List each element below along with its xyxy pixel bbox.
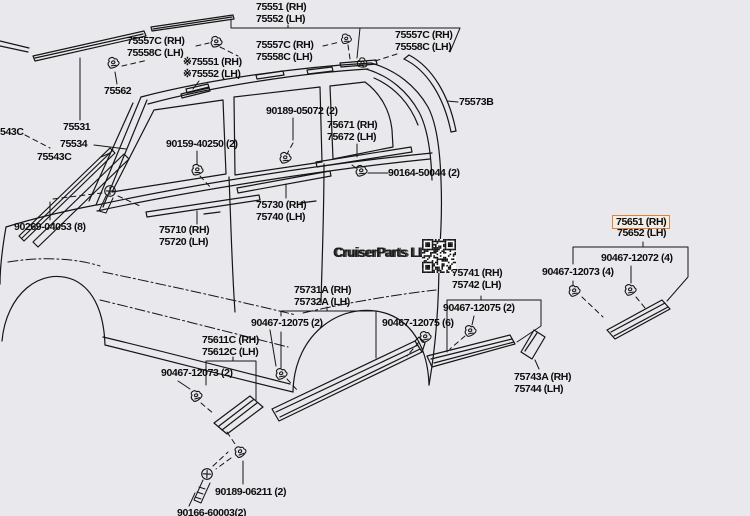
part-label-90269-04053[interactable]: 90269-04053 (8) bbox=[14, 221, 86, 233]
part-label-75531[interactable]: 75531 bbox=[63, 121, 91, 133]
part-label-75557c-left[interactable]: 75557C (RH)75558C (LH) bbox=[127, 35, 185, 59]
part-label-75557c-mid[interactable]: 75557C (RH)75558C (LH) bbox=[256, 39, 314, 63]
part-number-text: 90166-60003(2) bbox=[177, 507, 247, 516]
part-number-text: 75671 (RH) bbox=[327, 119, 378, 131]
part-number-text: 75543C bbox=[37, 151, 72, 163]
part-label-75551-top[interactable]: 75551 (RH)75552 (LH) bbox=[256, 1, 307, 25]
part-number-text: 75531 bbox=[63, 121, 91, 133]
part-number-text: 90467-12073 (2) bbox=[161, 367, 233, 379]
part-label-90467-12073-l[interactable]: 90467-12073 (2) bbox=[161, 367, 233, 379]
part-label-75557c-right[interactable]: 75557C (RH)75558C (LH) bbox=[395, 29, 453, 53]
part-number-text: 90269-04053 (8) bbox=[14, 221, 86, 233]
part-label-75534[interactable]: 75534 bbox=[60, 138, 88, 150]
part-label-75551-ref[interactable]: ※75551 (RH)※75552 (LH) bbox=[183, 56, 242, 80]
part-number-text: 75652 (LH) bbox=[617, 227, 667, 239]
part-label-90166[interactable]: 90166-60003(2) bbox=[177, 507, 247, 516]
watermark-text: CruiserParts LLC bbox=[333, 245, 435, 260]
part-number-text: 75557C (RH) bbox=[395, 29, 453, 41]
part-label-75651[interactable]: 75651 (RH)75652 (LH) bbox=[612, 215, 671, 239]
part-number-text: 75731A (RH) bbox=[294, 284, 352, 296]
part-number-text: 75612C (LH) bbox=[202, 346, 259, 358]
part-number-text: 75732A (LH) bbox=[294, 296, 350, 308]
part-label-75671[interactable]: 75671 (RH)75672 (LH) bbox=[327, 119, 378, 143]
part-label-75562[interactable]: 75562 bbox=[104, 85, 132, 97]
part-label-75543c[interactable]: 75543C bbox=[37, 151, 72, 163]
part-number-text: 75558C (LH) bbox=[127, 47, 184, 59]
qr-code-icon bbox=[422, 239, 456, 278]
part-label-90467-12075-l[interactable]: 90467-12075 (2) bbox=[251, 317, 323, 329]
part-label-75611c[interactable]: 75611C (RH)75612C (LH) bbox=[202, 334, 259, 358]
part-number-text: 75710 (RH) bbox=[159, 224, 210, 236]
part-number-text: 75558C (LH) bbox=[395, 41, 452, 53]
part-number-text: 90164-50044 (2) bbox=[388, 167, 460, 179]
part-label-90467-12073-r[interactable]: 90467-12073 (4) bbox=[542, 266, 614, 278]
part-number-text: 75730 (RH) bbox=[256, 199, 307, 211]
part-number-text: 75611C (RH) bbox=[202, 334, 259, 346]
part-label-75543c-cut[interactable]: 543C bbox=[0, 126, 24, 138]
part-number-text: 75534 bbox=[60, 138, 88, 150]
part-label-90164-50044[interactable]: 90164-50044 (2) bbox=[388, 167, 460, 179]
part-number-text: 543C bbox=[0, 126, 24, 138]
part-number-text: 75672 (LH) bbox=[327, 131, 377, 143]
part-label-75573b[interactable]: 75573B bbox=[459, 96, 494, 108]
part-label-75731a[interactable]: 75731A (RH)75732A (LH) bbox=[294, 284, 351, 308]
part-number-text: 75552 (LH) bbox=[256, 13, 306, 25]
part-label-75730[interactable]: 75730 (RH)75740 (LH) bbox=[256, 199, 307, 223]
part-label-90189-05072[interactable]: 90189-05072 (2) bbox=[266, 105, 338, 117]
part-label-75743a[interactable]: 75743A (RH)75744 (LH) bbox=[514, 371, 571, 395]
part-label-90467-12072[interactable]: 90467-12072 (4) bbox=[601, 252, 673, 264]
part-number-text: ※75552 (LH) bbox=[183, 68, 241, 80]
selected-part-highlight-box: 75651 (RH) bbox=[612, 215, 671, 229]
part-label-75741[interactable]: 75741 (RH)75742 (LH) bbox=[452, 267, 503, 291]
part-number-text: 90467-12075 (6) bbox=[382, 317, 454, 329]
part-label-90189-06211[interactable]: 90189-06211 (2) bbox=[215, 486, 286, 498]
part-number-text: 75720 (LH) bbox=[159, 236, 209, 248]
part-number-text: 75741 (RH) bbox=[452, 267, 503, 279]
part-number-text: 90467-12075 (2) bbox=[443, 302, 515, 314]
part-number-text: 75551 (RH) bbox=[256, 1, 307, 13]
part-number-text: 90189-06211 (2) bbox=[215, 486, 287, 498]
part-number-text: 75743A (RH) bbox=[514, 371, 572, 383]
part-number-text: 75557C (RH) bbox=[256, 39, 314, 51]
part-number-text: 75557C (RH) bbox=[127, 35, 185, 47]
part-number-text: 90189-05072 (2) bbox=[266, 105, 338, 117]
part-number-text: 75558C (LH) bbox=[256, 51, 313, 63]
part-number-text: 90467-12072 (4) bbox=[601, 252, 673, 264]
part-number-text: 75562 bbox=[104, 85, 132, 97]
part-number-text: 75651 (RH) bbox=[612, 215, 671, 229]
part-label-90467-12075-6[interactable]: 90467-12075 (6) bbox=[382, 317, 454, 329]
part-number-text: 90467-12073 (4) bbox=[542, 266, 614, 278]
part-number-text: ※75551 (RH) bbox=[183, 56, 242, 68]
part-number-text: 90159-40250 (2) bbox=[166, 138, 238, 150]
part-label-75710[interactable]: 75710 (RH)75720 (LH) bbox=[159, 224, 210, 248]
part-number-text: 75573B bbox=[459, 96, 494, 108]
part-number-text: 90467-12075 (2) bbox=[251, 317, 323, 329]
part-label-90467-12075-mid[interactable]: 90467-12075 (2) bbox=[443, 302, 515, 314]
part-number-text: 75740 (LH) bbox=[256, 211, 306, 223]
part-number-text: 75742 (LH) bbox=[452, 279, 502, 291]
part-number-text: 75744 (LH) bbox=[514, 383, 564, 395]
part-label-90159-40250[interactable]: 90159-40250 (2) bbox=[166, 138, 238, 150]
